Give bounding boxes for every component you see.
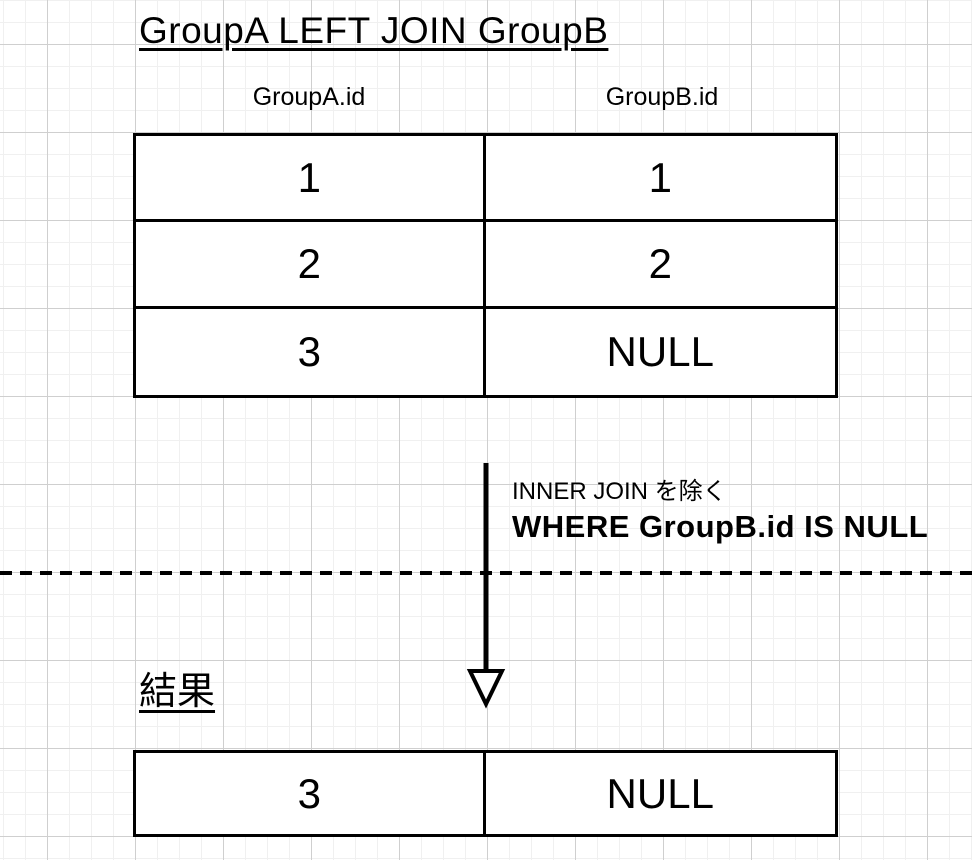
column-header-groupa-id: GroupA.id [252, 83, 366, 111]
filter-note-line2: WHERE GroupB.id IS NULL [512, 509, 929, 544]
join-table-cell-r1-groupb: 1 [485, 136, 835, 223]
join-table-cell-r3-groupb: NULL [485, 308, 835, 395]
filter-note-line1: INNER JOIN を除く [512, 478, 727, 505]
join-table-cell-r3-groupa: 3 [136, 308, 486, 395]
join-table-cell-r2-groupb: 2 [485, 222, 835, 309]
filter-note: INNER JOIN を除く WHERE GroupB.id IS NULL [512, 476, 928, 546]
column-header-groupb-id: GroupB.id [605, 83, 719, 111]
down-arrow-icon [466, 463, 506, 709]
result-table-cell-groupb: NULL [485, 753, 835, 834]
join-table: 1 1 2 2 3 NULL [133, 133, 838, 398]
result-table-cell-groupa: 3 [136, 753, 486, 834]
arrow-head [466, 669, 506, 709]
result-label: 結果 [139, 671, 216, 713]
join-table-cell-r1-groupa: 1 [136, 136, 486, 223]
join-table-cell-r2-groupa: 2 [136, 222, 486, 309]
diagram-title: GroupA LEFT JOIN GroupB [139, 10, 609, 51]
dashed-divider [0, 571, 972, 575]
result-table: 3 NULL [133, 750, 838, 837]
